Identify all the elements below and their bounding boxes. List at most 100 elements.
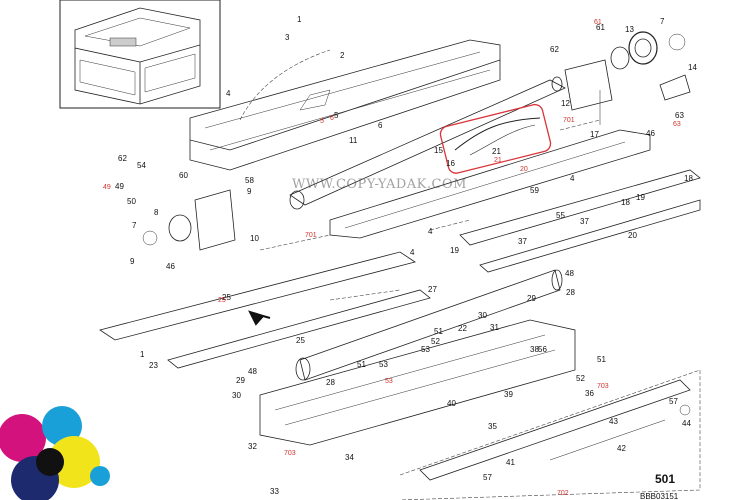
- lower-frame: [259, 319, 576, 446]
- watermark: WWW.COPY-YADAK.COM: [292, 177, 467, 192]
- callout-12: 12: [561, 99, 570, 108]
- reference-mark: 703: [597, 383, 609, 390]
- callout-30: 30: [232, 391, 241, 400]
- callout-4: 4: [226, 89, 231, 98]
- callout-54: 54: [137, 161, 146, 170]
- leader-lines: [239, 49, 601, 301]
- callout-22: 22: [458, 324, 467, 333]
- callout-7: 7: [660, 17, 665, 26]
- callout-6: 6: [378, 121, 383, 130]
- reference-mark: 25: [218, 297, 226, 304]
- callout-42: 42: [617, 444, 626, 453]
- sub-assembly-box: [399, 369, 701, 500]
- callout-19: 19: [450, 246, 459, 255]
- left-bracket: [142, 189, 236, 251]
- callout-51: 51: [434, 327, 443, 336]
- callout-32: 32: [248, 442, 257, 451]
- reference-mark: 6: [330, 115, 334, 122]
- callout-37: 37: [518, 237, 527, 246]
- callout-33: 33: [270, 487, 279, 496]
- callout-48: 48: [565, 269, 574, 278]
- callout-1: 1: [140, 350, 145, 359]
- callout-61: 61: [596, 23, 605, 32]
- callout-9: 9: [130, 257, 135, 266]
- callout-9: 9: [247, 187, 252, 196]
- callout-41: 41: [506, 458, 515, 467]
- callout-59: 59: [530, 186, 539, 195]
- callout-43: 43: [609, 417, 618, 426]
- callout-4: 4: [410, 248, 415, 257]
- callout-20: 20: [628, 231, 637, 240]
- gear-assembly: [564, 31, 691, 111]
- copier-thumbnail: [59, 0, 221, 109]
- guide-plates: [99, 169, 701, 381]
- callout-25: 25: [296, 336, 305, 345]
- callout-21: 21: [492, 147, 501, 156]
- callout-labels: 1234567789910111213141516171818191920212…: [115, 15, 697, 496]
- callout-53: 53: [379, 360, 388, 369]
- reference-mark: 61: [594, 19, 602, 26]
- callout-37: 37: [580, 217, 589, 226]
- direction-arrow: [248, 310, 271, 326]
- callout-57: 57: [483, 473, 492, 482]
- upper-cover: [189, 39, 501, 171]
- fuser-housing: [289, 76, 651, 239]
- callout-35: 35: [488, 422, 497, 431]
- callout-52: 52: [431, 337, 440, 346]
- callout-17: 17: [590, 130, 599, 139]
- callout-4: 4: [570, 174, 575, 183]
- callout-10: 10: [250, 234, 259, 243]
- cmyk-logo: [0, 406, 110, 500]
- reference-mark: 49: [103, 184, 111, 191]
- callout-52: 52: [576, 374, 585, 383]
- callout-46: 46: [166, 262, 175, 271]
- callout-56: 56: [538, 345, 547, 354]
- callout-38: 38: [530, 345, 539, 354]
- callout-63: 63: [675, 111, 684, 120]
- callout-58: 58: [245, 176, 254, 185]
- reference-mark: 20: [520, 166, 528, 173]
- callout-18: 18: [621, 198, 630, 207]
- callout-29: 29: [527, 294, 536, 303]
- callout-18: 18: [684, 174, 693, 183]
- callout-29: 29: [236, 376, 245, 385]
- callout-51: 51: [357, 360, 366, 369]
- callout-57: 57: [669, 397, 678, 406]
- highlighted-harness: [439, 103, 552, 174]
- callout-27: 27: [428, 285, 437, 294]
- reference-mark: 53: [385, 378, 393, 385]
- callout-55: 55: [556, 211, 565, 220]
- callout-3: 3: [285, 33, 290, 42]
- callout-31: 31: [490, 323, 499, 332]
- callout-8: 8: [154, 208, 159, 217]
- reference-mark: 703: [284, 450, 296, 457]
- callout-46: 46: [646, 129, 655, 138]
- callout-62: 62: [118, 154, 127, 163]
- callout-4: 4: [428, 227, 433, 236]
- reference-mark: 63: [673, 121, 681, 128]
- callout-60: 60: [179, 171, 188, 180]
- callout-44: 44: [682, 419, 691, 428]
- callout-1: 1: [297, 15, 302, 24]
- reference-mark: 702: [557, 490, 569, 497]
- callout-53: 53: [421, 345, 430, 354]
- callout-28: 28: [566, 288, 575, 297]
- assembly-number: 501: [655, 472, 675, 486]
- callout-51: 51: [597, 355, 606, 364]
- reference-mark: 701: [305, 232, 317, 239]
- reference-mark: 21: [494, 157, 502, 164]
- callout-34: 34: [345, 453, 354, 462]
- callout-39: 39: [504, 390, 513, 399]
- callout-11: 11: [349, 136, 358, 145]
- reference-mark: 5: [320, 118, 324, 125]
- callout-25: 25: [222, 293, 231, 302]
- callout-62: 62: [550, 45, 559, 54]
- callout-16: 16: [446, 159, 455, 168]
- callout-30: 30: [478, 311, 487, 320]
- callout-15: 15: [434, 146, 443, 155]
- callout-7: 7: [132, 221, 137, 230]
- callout-36: 36: [585, 389, 594, 398]
- callout-14: 14: [688, 63, 697, 72]
